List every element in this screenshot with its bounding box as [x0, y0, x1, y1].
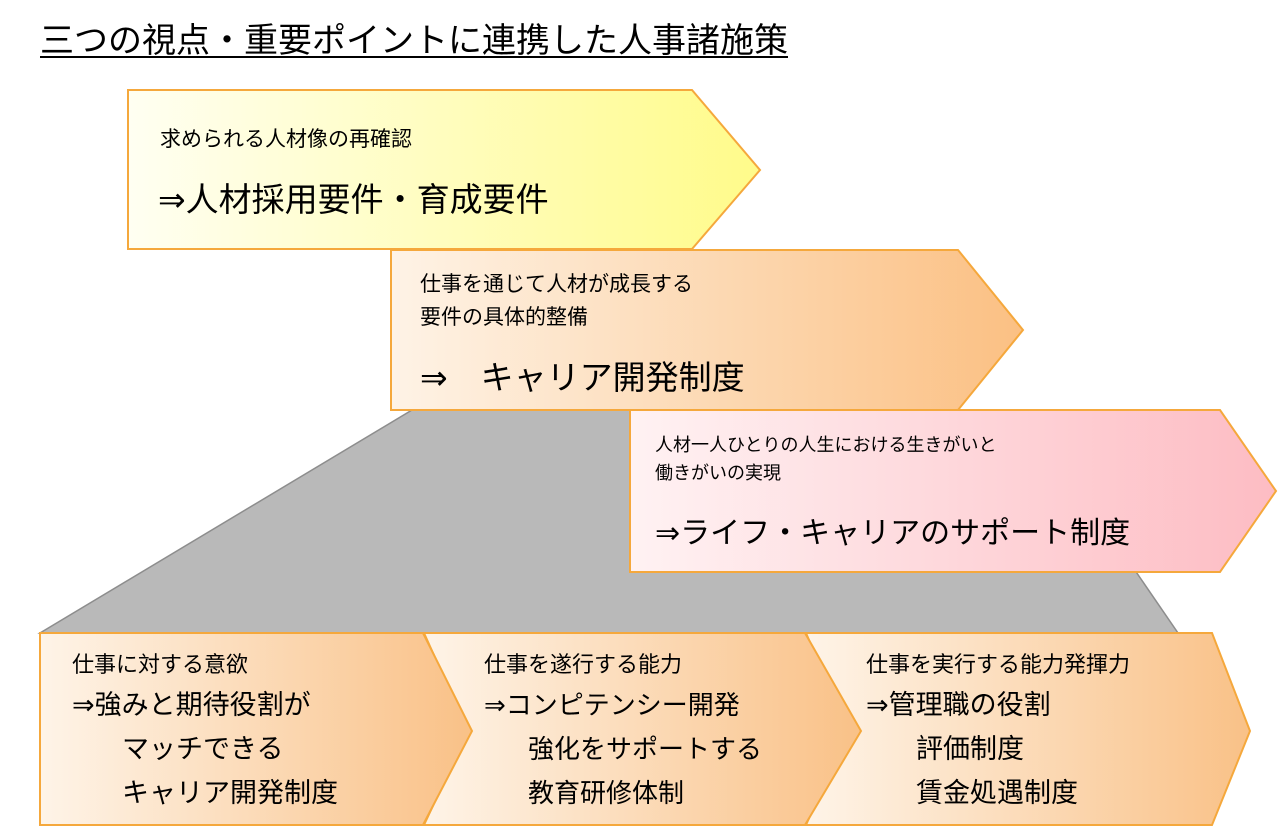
page-title: 三つの視点・重要ポイントに連携した人事諸施策	[40, 21, 788, 61]
step-2-line: 強化をサポートする	[528, 735, 763, 765]
step-2-text: 仕事を遂行する能力 ⇒コンピテンシー開発 強化をサポートする 教育研修体制	[484, 648, 762, 816]
viewpoint-arrow-3	[629, 409, 1278, 573]
step-2-line: ⇒コンピテンシー開発	[484, 691, 740, 721]
step-1-line: ⇒強みと期待役割が	[72, 690, 311, 721]
step-1-line: マッチできる	[122, 734, 284, 765]
step-3-line: ⇒管理職の役割	[866, 690, 1051, 721]
viewpoint-arrow-1	[127, 89, 762, 250]
step-2-line: 教育研修体制	[528, 779, 685, 809]
step-arrow-1	[39, 632, 474, 826]
step-3-heading: 仕事を実行する能力発揮力	[866, 653, 1131, 678]
viewpoint-3-headline: ⇒ライフ・キャリアのサポート制度	[655, 516, 1131, 551]
viewpoint-1-headline: ⇒人材採用要件・育成要件	[158, 180, 549, 219]
step-3-line: 賃金処遇制度	[916, 778, 1078, 809]
step-1-heading: 仕事に対する意欲	[72, 653, 249, 678]
viewpoint-2-headline: ⇒ キャリア開発制度	[420, 358, 745, 397]
step-3-text: 仕事を実行する能力発揮力 ⇒管理職の役割 評価制度 賃金処遇制度	[866, 648, 1130, 816]
viewpoint-2-subtitle: 仕事を通じて人材が成長する 要件の具体的整備	[420, 272, 693, 329]
viewpoint-3-subtitle: 人材一人ひとりの人生における生きがいと 働きがいの実現	[655, 435, 997, 484]
viewpoint-arrow-2	[390, 249, 1025, 411]
step-3-line: 評価制度	[916, 734, 1024, 765]
step-2-heading: 仕事を遂行する能力	[484, 653, 683, 678]
viewpoint-1-subtitle: 求められる人材像の再確認	[160, 127, 412, 151]
step-1-line: キャリア開発制度	[122, 778, 338, 809]
step-1-text: 仕事に対する意欲 ⇒強みと期待役割が マッチできる キャリア開発制度	[72, 648, 338, 816]
